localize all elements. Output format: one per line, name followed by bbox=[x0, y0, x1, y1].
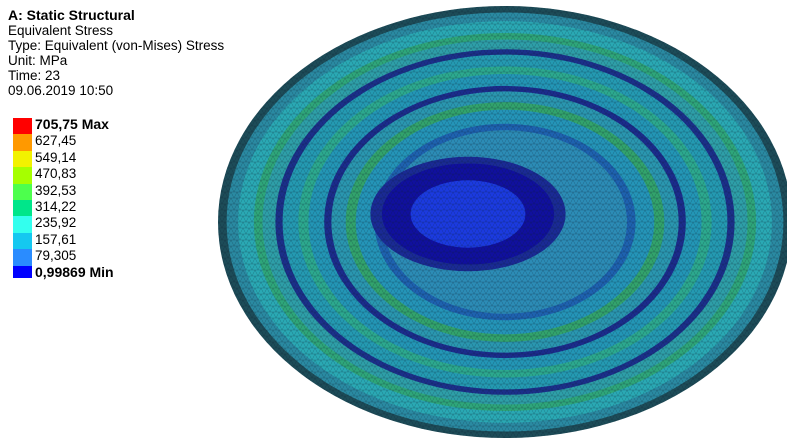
result-unit: Unit: MPa bbox=[8, 53, 68, 68]
legend-label: 0,99869 Min bbox=[35, 263, 114, 280]
legend-swatch bbox=[13, 232, 32, 250]
legend-swatch bbox=[13, 150, 32, 168]
legend-swatch bbox=[13, 265, 32, 278]
mesh-overlay bbox=[218, 6, 787, 438]
legend-label: 392,53 bbox=[35, 182, 77, 198]
legend-swatch bbox=[13, 249, 32, 266]
result-time: Time: 23 bbox=[8, 68, 61, 83]
legend-label: 627,45 bbox=[35, 133, 77, 149]
result-date: 09.06.2019 10:50 bbox=[8, 83, 114, 98]
legend-label: 157,61 bbox=[35, 231, 77, 247]
legend-swatch bbox=[13, 216, 32, 233]
legend-label: 470,83 bbox=[35, 166, 77, 182]
legend-swatch bbox=[13, 183, 32, 200]
legend-label: 549,14 bbox=[35, 149, 77, 165]
legend-swatch bbox=[13, 167, 32, 184]
result-name: Equivalent Stress bbox=[8, 23, 114, 38]
analysis-title: A: Static Structural bbox=[8, 7, 135, 23]
legend-label: 235,92 bbox=[35, 215, 77, 231]
legend-label: 314,22 bbox=[35, 198, 77, 214]
legend-swatch bbox=[13, 199, 32, 217]
result-header: A: Static Structural Equivalent Stress T… bbox=[8, 7, 225, 99]
legend-swatch bbox=[13, 118, 32, 135]
legend-swatch bbox=[13, 134, 32, 151]
legend-label: 705,75 Max bbox=[35, 116, 109, 132]
legend-label: 79,305 bbox=[35, 248, 77, 264]
result-type: Type: Equivalent (von-Mises) Stress bbox=[8, 38, 225, 53]
